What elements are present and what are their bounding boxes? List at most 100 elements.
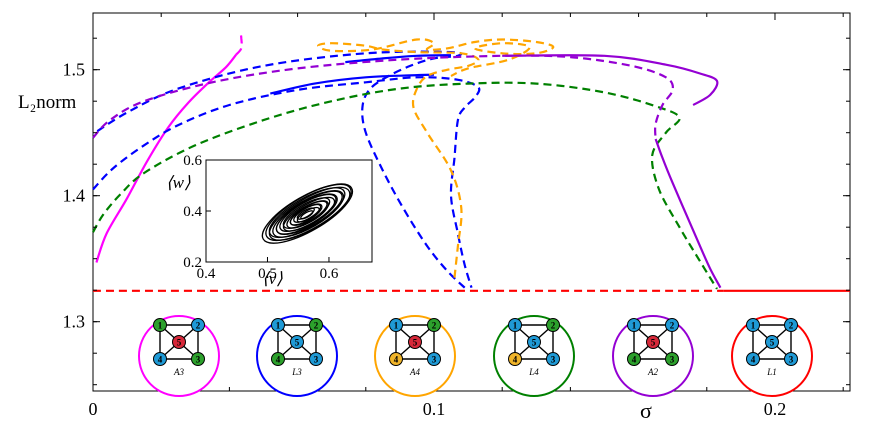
pattern-node-label: 5 — [532, 338, 537, 348]
pattern-node — [427, 352, 441, 366]
pattern-node-label: 4 — [751, 355, 756, 365]
pattern-node — [527, 335, 541, 349]
pattern-node — [309, 352, 323, 366]
inset-x-axis-label: ⟨v⟩ — [262, 269, 283, 288]
series-a4-dashed-8 — [317, 38, 555, 278]
pattern-node — [665, 318, 679, 332]
series-l3-dashed-5 — [92, 50, 466, 289]
series-l3-solid-6 — [270, 73, 435, 95]
x-axis-label: σ — [640, 398, 652, 423]
pattern-node — [784, 352, 798, 366]
series-l4-dashed-9 — [92, 81, 718, 290]
series-a2-solid-11 — [654, 138, 722, 289]
pattern-node — [508, 318, 522, 332]
x-tick-label-0: 0 — [89, 399, 98, 419]
pattern-label: A2 — [647, 367, 658, 377]
pattern-node — [309, 318, 323, 332]
pattern-label: L3 — [291, 367, 302, 377]
pattern-node-label: 3 — [432, 355, 437, 365]
inset-y-axis-label: ⟨w⟩ — [166, 173, 191, 192]
inset-x-tick-label-2: 0.6 — [320, 266, 339, 282]
attractor-loop — [265, 183, 352, 242]
pattern-ring — [374, 315, 456, 397]
pattern-ring — [138, 315, 220, 397]
pattern-node-label: 4 — [632, 355, 637, 365]
pattern-ring — [256, 315, 338, 397]
pattern-node-label: 5 — [413, 338, 418, 348]
pattern-node — [546, 352, 560, 366]
pattern-node — [508, 352, 522, 366]
pattern-node — [191, 352, 205, 366]
pattern-node — [746, 352, 760, 366]
pattern-node-label: 3 — [196, 355, 201, 365]
x-tick-label-1: 0.1 — [423, 399, 446, 419]
pattern-node — [408, 335, 422, 349]
pattern-node-label: 2 — [670, 321, 675, 331]
pattern-node-label: 3 — [314, 355, 319, 365]
series-a2-solid-12 — [502, 54, 719, 106]
inset-x-tick-label-1: 0.5 — [258, 266, 277, 282]
attractor-loop — [282, 196, 336, 232]
attractor-loop — [293, 203, 322, 223]
pattern-node-label: 5 — [770, 338, 775, 348]
pattern-node-label: 5 — [295, 338, 300, 348]
y-axis-label: L₂norm — [18, 92, 77, 113]
series-a2-dashed-10 — [92, 54, 674, 140]
pattern-node-label: 4 — [394, 355, 399, 365]
inset-y-tick-label-1: 0.4 — [183, 204, 202, 220]
pattern-label: L1 — [766, 367, 777, 377]
pattern-node-label: 1 — [276, 321, 281, 331]
attractor-loop — [300, 210, 314, 220]
y-tick-label-1: 1.4 — [63, 186, 86, 206]
pattern-node-label: 2 — [789, 321, 794, 331]
series-a3-solid-2 — [95, 53, 238, 263]
pattern-node-label: 3 — [670, 355, 675, 365]
pattern-node-label: 1 — [394, 321, 399, 331]
pattern-label: L4 — [528, 367, 539, 377]
pattern-node-label: 2 — [196, 321, 201, 331]
y-tick-label-0: 1.3 — [63, 312, 86, 332]
pattern-node-label: 2 — [314, 321, 319, 331]
series-a3-dashed-3 — [235, 31, 243, 56]
pattern-node — [646, 335, 660, 349]
attractor-loop — [279, 193, 337, 232]
attractor-loop — [296, 206, 320, 223]
inset-y-tick-label-2: 0.6 — [183, 153, 202, 169]
series-layer — [92, 31, 850, 292]
pattern-node — [427, 318, 441, 332]
pattern-ring — [612, 315, 694, 397]
pattern-node — [546, 318, 560, 332]
pattern-node-label: 1 — [632, 321, 637, 331]
inset-y-tick-label-0: 0.2 — [183, 255, 202, 271]
pattern-node-label: 4 — [513, 355, 518, 365]
x-tick-label-2: 0.2 — [764, 399, 787, 419]
series-l3-dashed-4 — [92, 76, 481, 289]
pattern-node — [665, 352, 679, 366]
y-tick-label-2: 1.5 — [63, 60, 86, 80]
pattern-node — [153, 318, 167, 332]
pattern-node — [172, 335, 186, 349]
pattern-node-label: 2 — [432, 321, 437, 331]
pattern-node — [765, 335, 779, 349]
pattern-node — [191, 318, 205, 332]
pattern-node — [627, 318, 641, 332]
plot-frame — [92, 12, 851, 392]
pattern-node — [784, 318, 798, 332]
pattern-node — [389, 352, 403, 366]
pattern-node — [627, 352, 641, 366]
axis-layer: 0 0.1 0.2 1.3 1.4 1.5 — [63, 13, 850, 419]
pattern-ring — [731, 315, 813, 397]
pattern-node-label: 5 — [177, 338, 182, 348]
series-l3-solid-7 — [345, 54, 452, 64]
attractor-loop — [268, 186, 351, 241]
pattern-node — [290, 335, 304, 349]
pattern-node-label: 3 — [551, 355, 556, 365]
